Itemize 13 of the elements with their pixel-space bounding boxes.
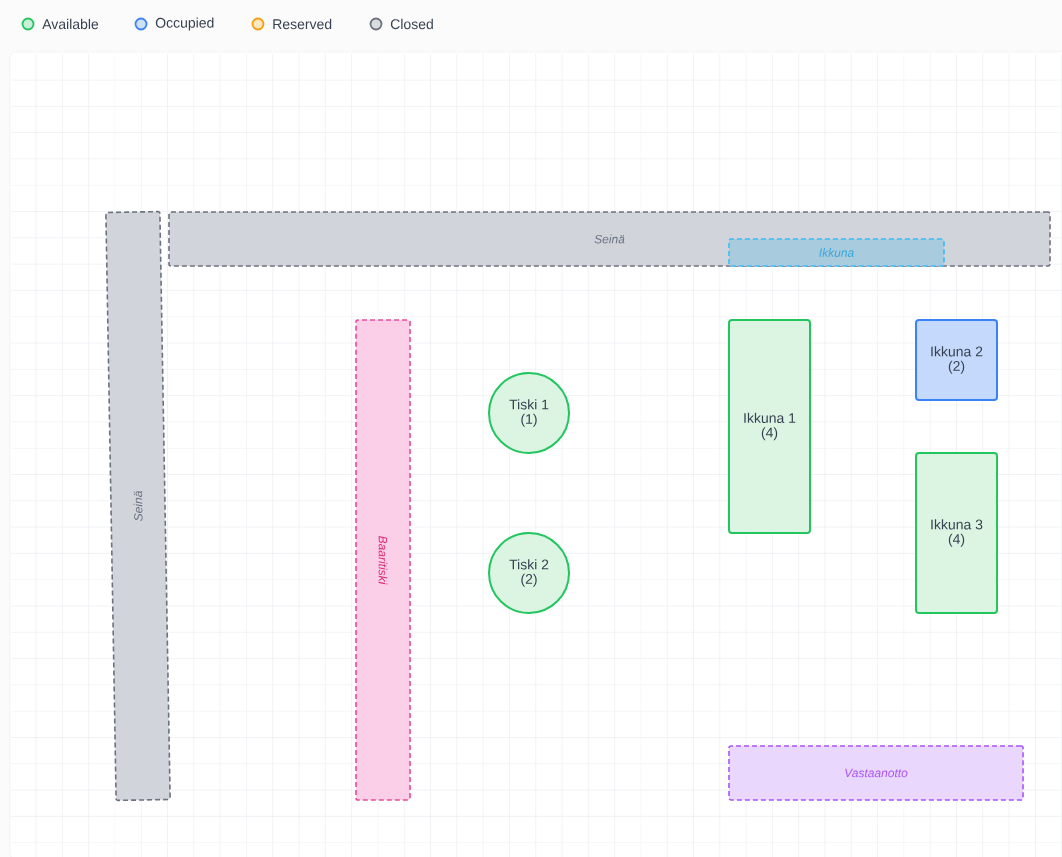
- legend-label: Available: [42, 18, 99, 30]
- wall-band: Seinä: [105, 210, 171, 802]
- round-table: Tiski 1 (1): [488, 372, 570, 454]
- table-box: Ikkuna 2 (2): [915, 319, 998, 401]
- round-table: Tiski 2 (2): [488, 532, 570, 614]
- legend-label: Occupied: [155, 17, 214, 31]
- window-band: Ikkuna: [728, 238, 945, 267]
- table-box: Ikkuna 3 (4): [915, 452, 998, 614]
- reception-desk: Vastaanotto: [728, 745, 1024, 801]
- bar-counter: Baaritiski: [355, 319, 411, 801]
- table-box: Ikkuna 1 (4): [728, 319, 811, 534]
- legend-label: Reserved: [273, 18, 332, 30]
- legend-label: Closed: [390, 18, 433, 30]
